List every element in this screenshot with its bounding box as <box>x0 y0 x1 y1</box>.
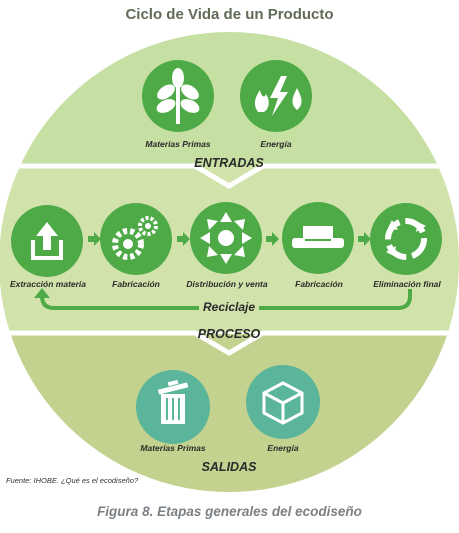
process-step-label: Extracción materia <box>9 279 87 289</box>
salidas-item-label: Materias Primas <box>140 443 206 453</box>
process-step-label: Fabricación <box>112 279 160 289</box>
source-note: Fuente: IHOBE. ¿Qué es el ecodiseño? <box>6 476 139 485</box>
process-arrows <box>88 232 371 246</box>
box-icon <box>246 365 320 439</box>
arrows-outward-icon <box>190 202 262 274</box>
process-step-label: Eliminación final <box>373 279 441 289</box>
diagram-title: Ciclo de Vida de un Producto <box>125 6 334 23</box>
trash-bin-icon <box>136 370 210 444</box>
process-step-label: Distribución y venta <box>186 279 268 289</box>
proceso-heading: PROCESO <box>197 327 261 341</box>
gears-icon <box>100 203 172 275</box>
recycle-loop-arrowhead <box>34 288 50 298</box>
recycle-loop-label: Reciclaje <box>199 300 260 314</box>
salidas-item-label: Energía <box>267 443 299 453</box>
salidas-heading: SALIDAS <box>201 460 257 474</box>
process-step-label: Fabricación <box>295 279 343 289</box>
plant-icon <box>142 60 214 132</box>
figure-caption: Figura 8. Etapas generales del ecodiseño <box>97 504 362 519</box>
hands-package-icon <box>282 202 354 274</box>
separator-bottom <box>0 330 459 356</box>
upload-box-icon <box>11 205 83 277</box>
entradas-heading: ENTRADAS <box>194 156 264 170</box>
recycle-loop-line <box>40 289 412 310</box>
separator-top <box>0 163 459 189</box>
entradas-item-label: Energía <box>260 139 292 149</box>
entradas-band <box>0 32 459 170</box>
entradas-item-label: Materias Primas <box>145 139 211 149</box>
recycle-icon <box>370 203 442 275</box>
fire-lightning-drop-icon <box>240 60 312 132</box>
